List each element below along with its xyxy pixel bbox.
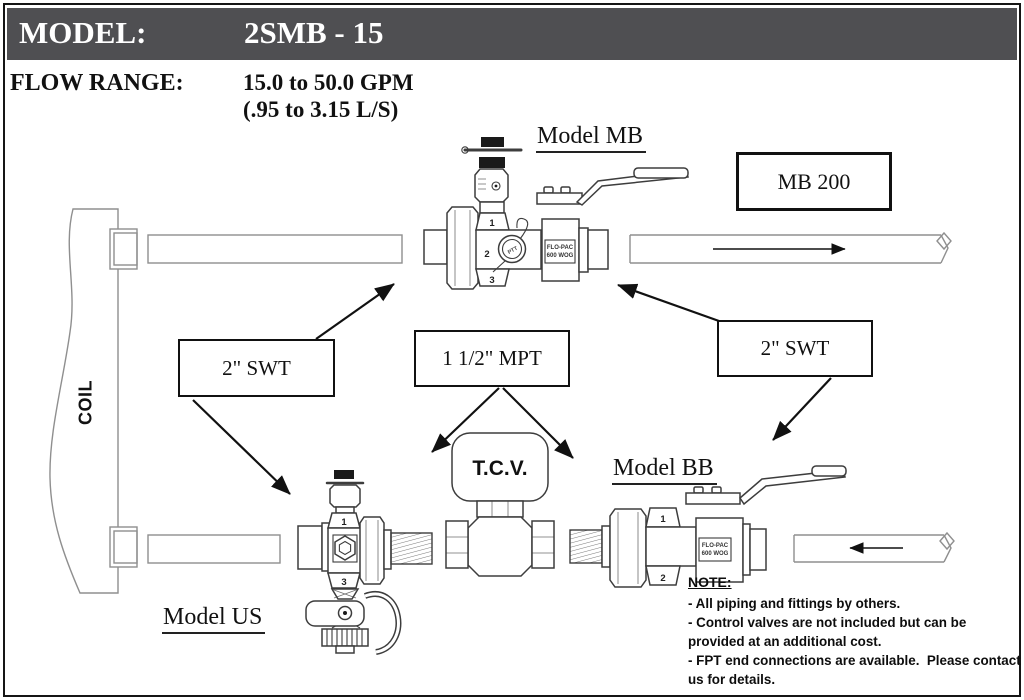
- swt-end-right: [749, 528, 767, 571]
- mb200-callout-box: MB 200: [736, 152, 892, 211]
- tcv-body: [467, 516, 533, 577]
- us-port-1: 1: [341, 517, 347, 528]
- model-label: MODEL:: [19, 15, 147, 50]
- note-title: NOTE:: [688, 574, 732, 590]
- flow-range-gpm: 15.0 to 50.0 GPM: [243, 70, 414, 95]
- coil-drawing: [49, 208, 138, 594]
- bb-port-2: 2: [660, 573, 665, 584]
- callout-arrow-mpt-to-us: [431, 387, 500, 453]
- model-mb-label: Model MB: [536, 123, 647, 154]
- mb-brand-line2: 600 WOG: [547, 253, 574, 259]
- callout-arrow-mpt-to-bb: [502, 387, 574, 459]
- callout-arrow-swt-right-to-mb: [617, 283, 720, 323]
- flow-range-ls: (.95 to 3.15 L/S): [243, 97, 399, 122]
- bb-port-1: 1: [660, 514, 666, 525]
- swt-end-left: [297, 525, 323, 570]
- supply-pipe-left: [147, 234, 403, 264]
- return-pipe-left: [147, 534, 281, 564]
- ptt-marking: PTT: [507, 245, 520, 255]
- union-nut: [609, 508, 647, 588]
- union-nut: [359, 516, 385, 585]
- header-bar: MODEL: 2SMB - 15: [7, 8, 1017, 60]
- model-bb-label: Model BB: [612, 455, 717, 486]
- swt-end-right: [587, 229, 609, 270]
- mpt-thread-end: [569, 529, 603, 564]
- us-port-3: 3: [341, 577, 346, 588]
- ball-valve-handle-icon: [536, 167, 689, 206]
- air-vent-icon: [325, 470, 365, 514]
- callout-arrow-swt-left-to-us: [192, 399, 291, 495]
- tcv-label: T.C.V.: [472, 457, 527, 480]
- mb-port-2: 2: [484, 249, 489, 260]
- pipe-break-symbol: [943, 534, 952, 563]
- note-line: provided at an additional cost.: [688, 634, 882, 649]
- pipe-break-symbol: [940, 234, 949, 264]
- hex-boss-icon: [332, 534, 358, 563]
- mpt-thread-end: [390, 532, 433, 565]
- air-vent-icon: [461, 137, 523, 214]
- return-pipe-right: [793, 531, 955, 563]
- swt-right-callout-box: 2" SWT: [717, 320, 873, 377]
- flow-range-label: FLOW RANGE:: [10, 70, 184, 96]
- note-line: us for details.: [688, 672, 776, 687]
- mb-port-3: 3: [489, 275, 494, 286]
- bb-brand-line2: 600 WOG: [702, 551, 729, 557]
- model-us-label: Model US: [162, 604, 266, 635]
- model-us-valve-drawing: 1 3: [297, 470, 433, 655]
- union-nut: [446, 206, 479, 290]
- callout-arrow-swt-left-to-mb: [315, 283, 395, 340]
- supply-pipe-right: [629, 231, 952, 264]
- pt-test-port-icon: PTT: [492, 217, 529, 273]
- mpt-callout-box: 1 1/2" MPT: [414, 330, 570, 387]
- mb-port-1: 1: [489, 218, 495, 229]
- drain-valve-icon: [305, 588, 402, 655]
- note-line: - FPT end connections are available. Ple…: [688, 653, 1021, 668]
- swt-left-callout-box: 2" SWT: [178, 339, 335, 397]
- coil-label: COIL: [75, 380, 96, 425]
- model-mb-valve-drawing: 1 2 3 PTT FLO-PAC 600 WOG: [423, 137, 689, 290]
- tcv-drawing: T.C.V.: [445, 432, 555, 577]
- model-bb-valve-drawing: 1 2 FLO-PAC 600 WOG: [569, 465, 847, 588]
- mb-brand-line1: FLO-PAC: [547, 245, 574, 251]
- bb-brand-line1: FLO-PAC: [702, 543, 729, 549]
- note-line: - Control valves are not included but ca…: [688, 615, 967, 630]
- note-block: NOTE: - All piping and fittings by other…: [688, 574, 1022, 689]
- callout-arrow-swt-right-to-bb: [772, 377, 832, 441]
- note-line: - All piping and fittings by others.: [688, 596, 901, 611]
- model-value: 2SMB - 15: [244, 15, 384, 50]
- ball-valve-handle-icon: [685, 465, 847, 506]
- swt-end-left: [423, 229, 448, 265]
